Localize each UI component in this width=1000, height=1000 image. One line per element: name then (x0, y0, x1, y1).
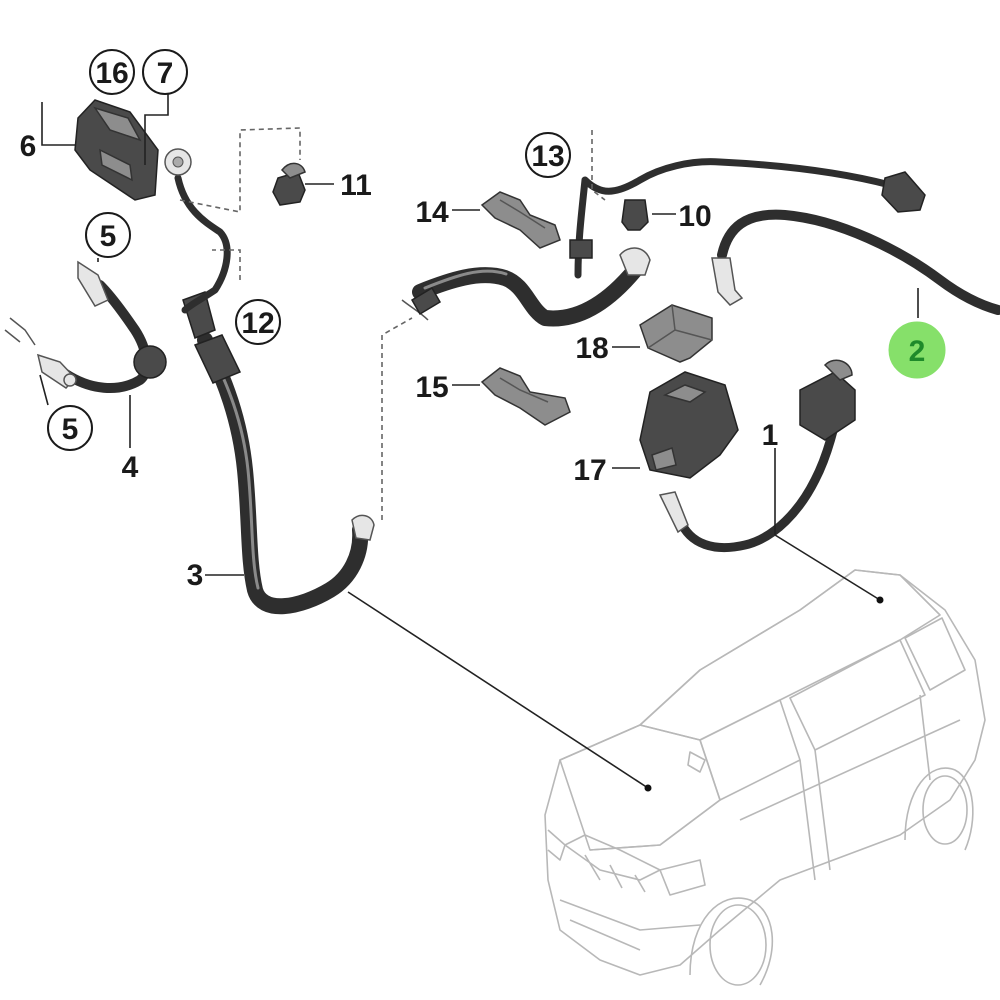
callout-5b-circle[interactable]: 5 (47, 405, 93, 451)
cable-3 (182, 291, 375, 615)
dash-group-11 (179, 127, 301, 213)
leader-dot-front (644, 784, 652, 792)
cable-1 (658, 359, 856, 552)
part-14-bracket (480, 191, 561, 249)
callout-5b[interactable]: 5 (62, 413, 79, 446)
callout-18[interactable]: 18 (575, 332, 608, 365)
callout-1[interactable]: 1 (762, 419, 779, 452)
callout-2[interactable]: 2 (909, 335, 926, 368)
leader-dot-rear (876, 596, 884, 604)
break-mark-top (401, 299, 429, 321)
callout-7[interactable]: 7 (157, 57, 174, 90)
callout-leaders (39, 90, 919, 576)
cable-12 (164, 148, 241, 314)
callout-15[interactable]: 15 (415, 371, 448, 404)
callout-16-circle[interactable]: 16 (89, 49, 135, 95)
callout-5a-circle[interactable]: 5 (85, 212, 131, 258)
callout-6[interactable]: 6 (20, 130, 37, 163)
callout-12-circle[interactable]: 12 (235, 299, 281, 345)
leader-1-to-car (774, 534, 881, 601)
cable-13 (569, 130, 926, 279)
callout-5a[interactable]: 5 (100, 220, 117, 253)
callout-4[interactable]: 4 (122, 451, 139, 484)
callout-12[interactable]: 12 (241, 307, 274, 340)
callout-10[interactable]: 10 (678, 200, 711, 233)
callout-7-circle[interactable]: 7 (142, 49, 188, 95)
callout-14[interactable]: 14 (415, 196, 449, 229)
vehicle-outline (544, 569, 986, 986)
cable-10-assembly (410, 199, 651, 327)
cable-break-path (381, 317, 413, 520)
callout-16[interactable]: 16 (95, 57, 128, 90)
cable-2 (711, 209, 1000, 315)
part-6-junction-block (74, 99, 159, 201)
callout-3[interactable]: 3 (187, 559, 204, 592)
part-11-nut (272, 162, 306, 206)
callout-17[interactable]: 17 (573, 454, 606, 487)
leader-3-to-car (347, 591, 649, 789)
callout-11[interactable]: 11 (340, 169, 372, 202)
cable-4 (4, 260, 167, 393)
callout-2-highlight[interactable]: 2 (888, 321, 946, 379)
callout-13[interactable]: 13 (531, 140, 564, 173)
part-17-module (639, 371, 739, 479)
part-18-cover (639, 304, 713, 363)
callout-13-circle[interactable]: 13 (525, 132, 571, 178)
part-15-bracket (480, 367, 571, 426)
